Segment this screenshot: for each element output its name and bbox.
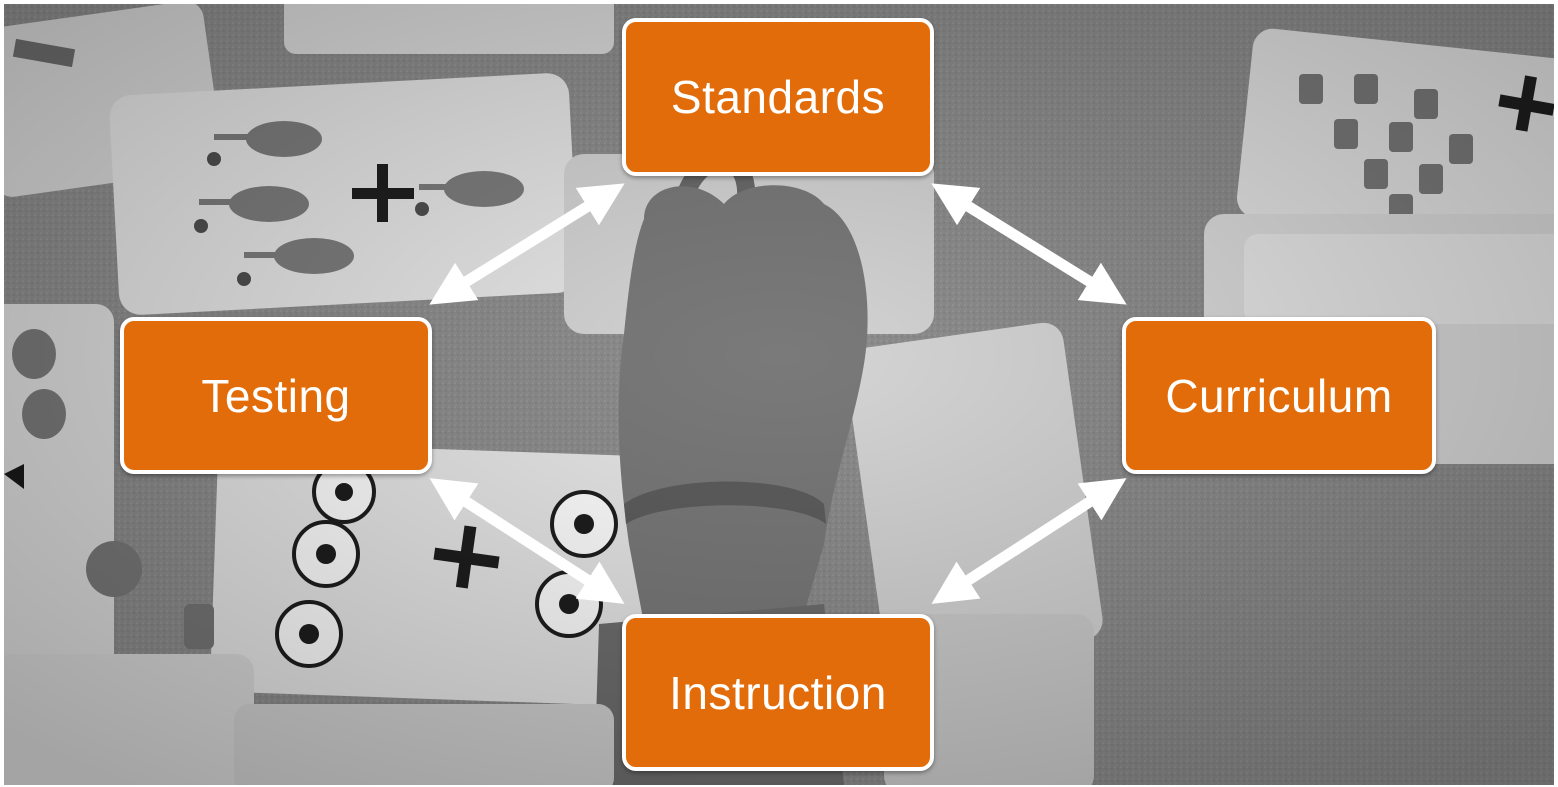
node-label-instruction: Instruction (669, 666, 887, 719)
node-label-curriculum: Curriculum (1165, 369, 1393, 422)
node-label-testing: Testing (201, 369, 351, 422)
node-testing: Testing (120, 317, 432, 474)
node-standards: Standards (622, 18, 934, 176)
node-instruction: Instruction (622, 614, 934, 771)
node-label-standards: Standards (670, 71, 886, 123)
node-curriculum: Curriculum (1122, 317, 1436, 474)
